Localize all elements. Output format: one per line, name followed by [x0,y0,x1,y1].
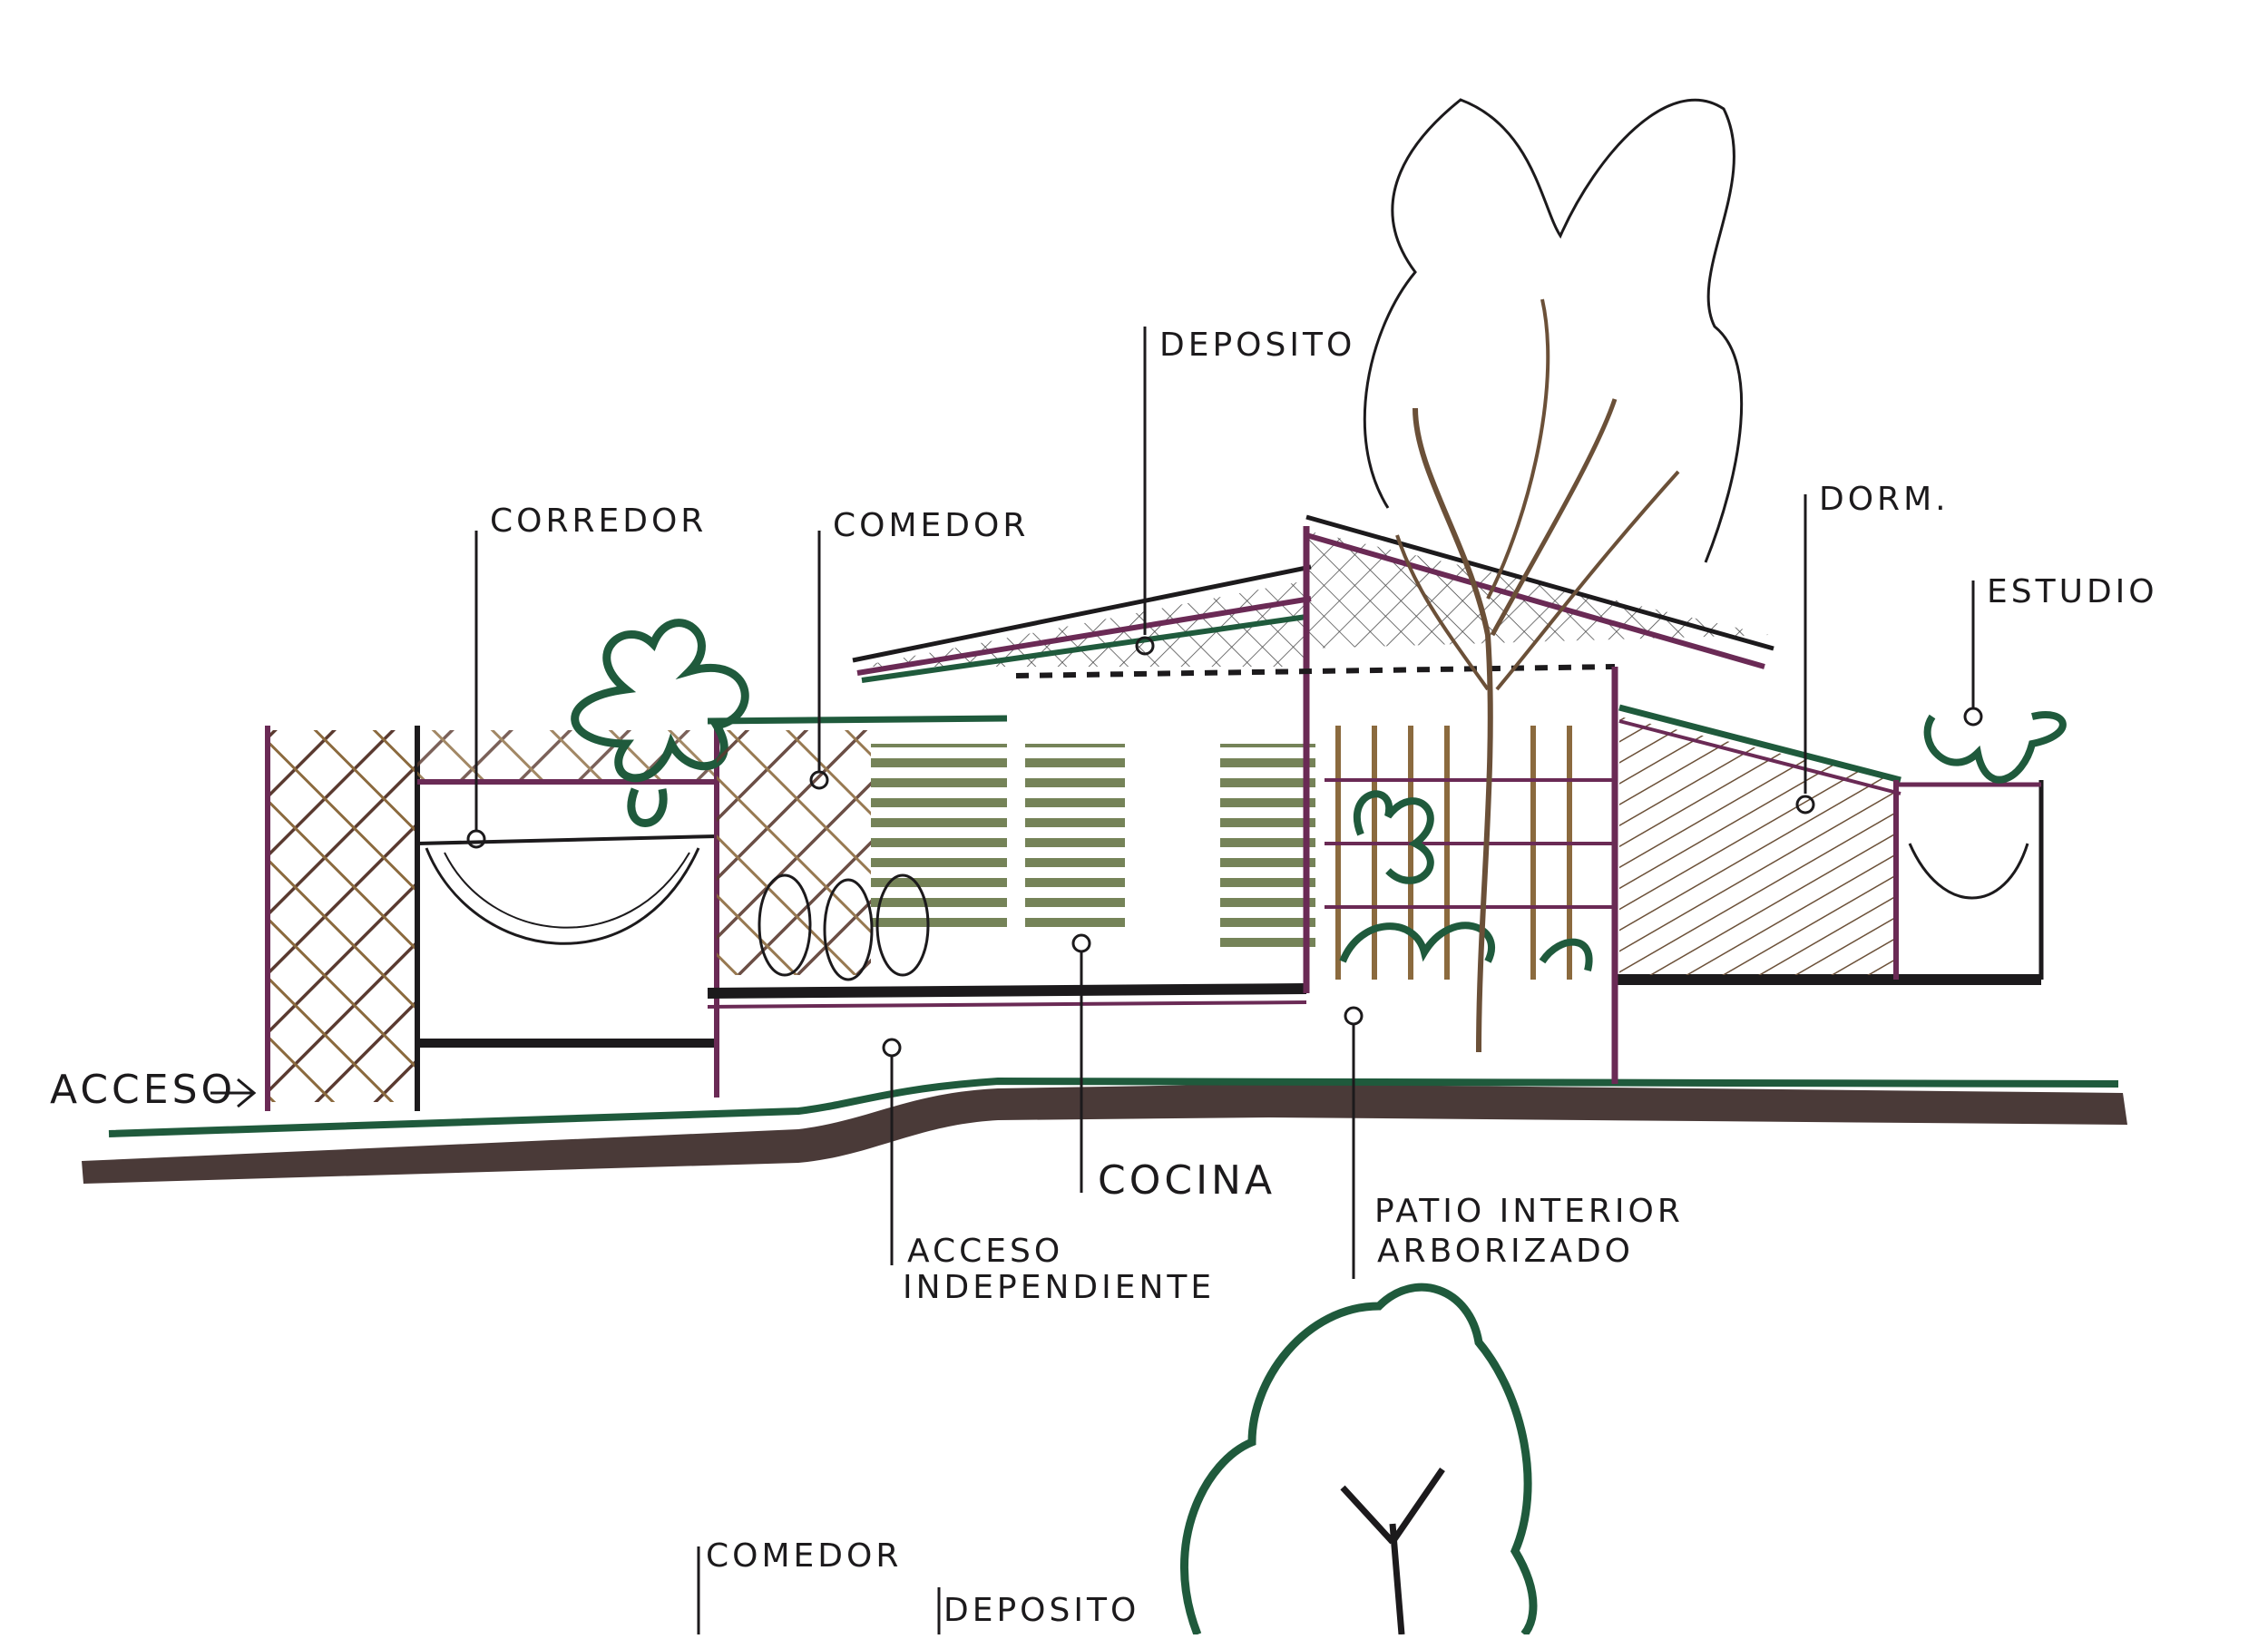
label-estudio: ESTUDIO [1987,573,2158,610]
tree [1363,98,1744,1053]
comedor-module [707,715,1315,981]
patio-grid [1325,667,1618,1084]
label-patio-interior: PATIO INTERIOR [1374,1193,1684,1230]
label-acceso-independiente-1: ACCESO [907,1233,1064,1270]
main-floor [707,974,2041,1009]
label-arborizado: ARBORIZADO [1377,1233,1635,1270]
label-deposito-lower: DEPOSITO [943,1592,1140,1629]
ground [82,1077,2127,1184]
vine-left [571,619,749,827]
leader-lines [210,327,1983,1634]
label-dorm: DORM. [1819,481,1950,518]
main-roof [852,514,1774,993]
label-comedor: COMEDOR [833,507,1030,544]
tree-lower [1180,1283,1538,1637]
corredor-module [416,726,719,1098]
label-acceso-independiente-2: INDEPENDIENTE [903,1269,1216,1306]
patio-vines [1339,790,1593,971]
label-deposito: DEPOSITO [1159,327,1356,364]
label-acceso: ACCESO [50,1067,237,1113]
label-comedor-lower: COMEDOR [706,1537,903,1575]
left-lattice-wall [265,726,420,1111]
dorm-module [1618,704,1901,975]
label-corredor: CORREDOR [490,502,708,540]
label-cocina: COCINA [1098,1157,1276,1204]
estudio-module [1893,711,2067,980]
